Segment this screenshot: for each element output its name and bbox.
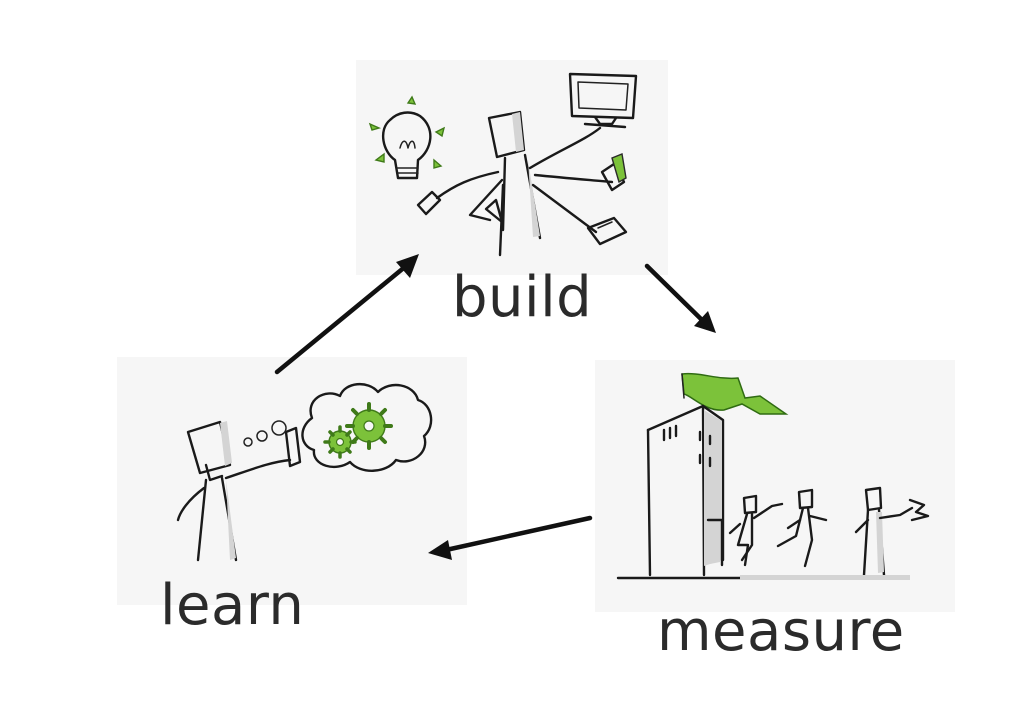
tower-icon: [616, 404, 902, 580]
gear-icon-large: [345, 402, 393, 450]
runner-figure-2: [776, 488, 828, 568]
pencil-icon: [600, 153, 627, 192]
builder-body: [498, 153, 542, 257]
monitor-icon: [568, 72, 638, 129]
paper-icon: [586, 216, 628, 246]
thinker-head: [186, 420, 232, 482]
thought-cloud-icon: [301, 383, 433, 472]
flag-holder-figure: [854, 486, 930, 577]
builder-head: [487, 110, 526, 159]
learn-panel: [117, 357, 467, 605]
stage-label-learn: learn: [160, 573, 305, 638]
measure-panel: [595, 360, 955, 612]
gear-icon-small: [323, 425, 357, 459]
flag-icon: [681, 372, 789, 415]
arrow-learn-to-build: [274, 254, 419, 375]
lightbulb-icon: [368, 95, 446, 180]
arrow-build-to-measure: [644, 263, 716, 333]
build-illustration: [368, 72, 638, 257]
stage-label-measure: measure: [657, 599, 905, 664]
runner-figure-1: [728, 494, 784, 567]
arrow-measure-to-learn: [428, 515, 593, 560]
learn-illustration: [176, 383, 433, 562]
measure-illustration: [616, 372, 930, 580]
stage-label-build: build: [452, 265, 593, 330]
